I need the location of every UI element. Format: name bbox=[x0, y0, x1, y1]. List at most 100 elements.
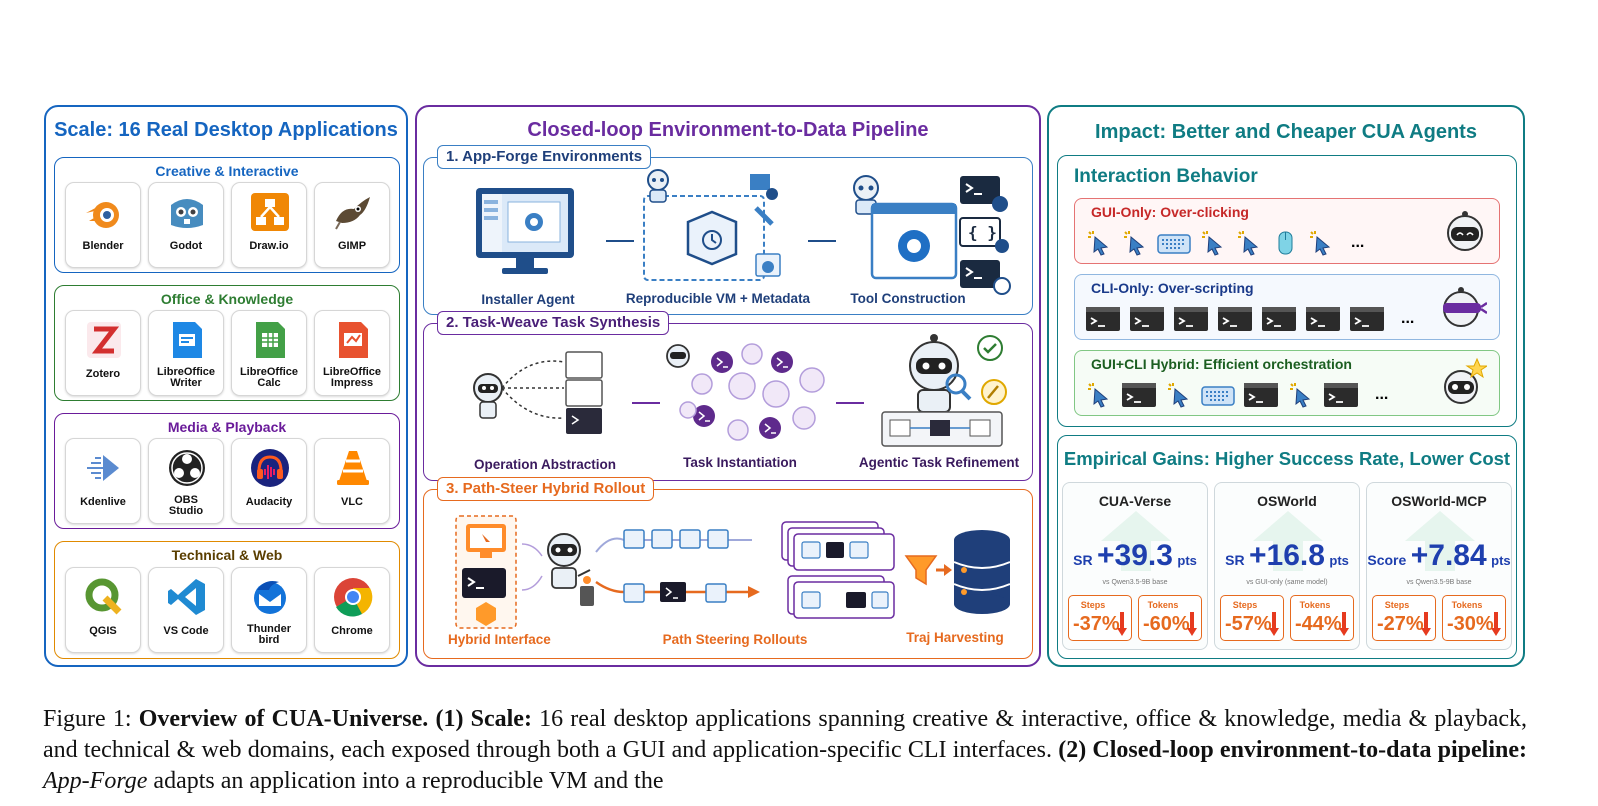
arrow-right-icon bbox=[606, 240, 634, 242]
obs-icon bbox=[169, 450, 205, 486]
drawio-icon bbox=[251, 193, 289, 231]
metric-value: +16.8 bbox=[1249, 539, 1325, 572]
gain-value: SR +16.8 pts bbox=[1215, 539, 1359, 573]
terminal-icon bbox=[1086, 307, 1120, 331]
figure-number: Figure 1: bbox=[43, 706, 139, 732]
arrow-right-icon bbox=[632, 402, 660, 404]
app-label: OBS Studio bbox=[168, 494, 204, 517]
cli-only-row: CLI-Only: Over-scripting ... bbox=[1074, 274, 1500, 340]
gui-only-row: GUI-Only: Over-clicking ... bbox=[1074, 198, 1500, 264]
keyboard-icon bbox=[1201, 386, 1235, 406]
app-tile-writer: LibreOffice Writer bbox=[148, 310, 224, 396]
steps-box: Steps-27% bbox=[1372, 595, 1436, 641]
terminal-icon bbox=[1130, 307, 1164, 331]
stage-2-title: 2. Task-Weave Task Synthesis bbox=[437, 311, 670, 335]
app-label: Zotero bbox=[85, 368, 121, 380]
cli-only-label: CLI-Only: Over-scripting bbox=[1091, 280, 1254, 296]
metric-unit: pts bbox=[1177, 553, 1197, 568]
app-tile-audacity: Audacity bbox=[231, 438, 307, 524]
hybrid-label: GUI+CLI Hybrid: Efficient orchestration bbox=[1091, 356, 1352, 372]
click-icon bbox=[1310, 231, 1331, 256]
gain-card-cua-verse: CUA-Verse SR +39.3 pts vs Qwen3.5-9B bas… bbox=[1062, 482, 1208, 650]
terminal-icon bbox=[1174, 307, 1208, 331]
agentic-refinement-caption: Agentic Task Refinement bbox=[858, 455, 1020, 470]
hybrid-actions-row: ... bbox=[1085, 381, 1388, 409]
stage-1-title: 1. App-Forge Environments bbox=[437, 145, 652, 169]
app-tile-qgis: QGIS bbox=[65, 567, 141, 653]
app-tile-chrome: Chrome bbox=[314, 567, 390, 653]
task-instantiation-cloud bbox=[666, 343, 825, 441]
gimp-icon bbox=[335, 197, 370, 230]
app-tile-vlc: VLC bbox=[314, 438, 390, 524]
kdenlive-icon bbox=[87, 455, 119, 481]
vscode-icon bbox=[168, 579, 205, 615]
installer-agent-monitor bbox=[476, 188, 574, 274]
click-icon bbox=[1088, 231, 1109, 256]
group-title: Office & Knowledge bbox=[160, 291, 294, 307]
baseline-note: vs GUI-only (same model) bbox=[1246, 579, 1328, 586]
pipeline-panel: Closed-loop Environment-to-Data Pipeline… bbox=[415, 105, 1041, 667]
gain-value: Score +7.84 pts bbox=[1367, 539, 1511, 573]
caption-italic-1: App-Forge bbox=[43, 768, 148, 794]
scale-panel: Scale: 16 Real Desktop Applications Crea… bbox=[44, 105, 408, 667]
stage-path-steer: Hybrid Interface Path Steering Rollouts … bbox=[423, 489, 1033, 659]
interaction-behavior-box: Interaction Behavior GUI-Only: Over-clic… bbox=[1057, 155, 1517, 427]
down-arrow-icon bbox=[1187, 612, 1197, 636]
app-label: Draw.io bbox=[249, 240, 289, 252]
app-tile-vscode: VS Code bbox=[148, 567, 224, 653]
vm-caption: Reproducible VM + Metadata bbox=[625, 291, 811, 306]
tokens-value: -60% bbox=[1143, 613, 1190, 635]
tokens-label: Tokens bbox=[1147, 600, 1179, 610]
app-label: Audacity bbox=[245, 496, 293, 508]
impact-panel: Impact: Better and Cheaper CUA Agents In… bbox=[1047, 105, 1525, 667]
star-robot-icon bbox=[1444, 357, 1487, 404]
app-tile-drawio: Draw.io bbox=[231, 182, 307, 268]
steps-box: Steps-57% bbox=[1220, 595, 1284, 641]
down-arrow-icon bbox=[1269, 612, 1279, 636]
steps-label: Steps bbox=[1384, 600, 1410, 610]
caption-bold-1: Overview of CUA-Universe. (1) Scale: bbox=[138, 706, 532, 732]
metric-label: SR bbox=[1073, 552, 1093, 568]
metric-label: SR bbox=[1225, 552, 1245, 568]
steps-label: Steps bbox=[1080, 600, 1106, 610]
benchmark-name: OSWorld-MCP bbox=[1391, 493, 1487, 509]
caption-text-1: 16 real desktop applications spanning cr… bbox=[43, 706, 1528, 763]
tool-construction-caption: Tool Construction bbox=[850, 291, 966, 306]
thunderbird-icon bbox=[254, 581, 286, 614]
baseline-note: vs Qwen3.5-9B base bbox=[1102, 579, 1168, 586]
terminal-icon bbox=[1350, 307, 1384, 331]
hybrid-interface-caption: Hybrid Interface bbox=[448, 632, 551, 647]
svg-text:{ }: { } bbox=[968, 223, 997, 242]
app-label: Blender bbox=[82, 240, 124, 252]
baseline-note: vs Qwen3.5-9B base bbox=[1406, 579, 1472, 586]
hybrid-row: GUI+CLI Hybrid: Efficient orchestration … bbox=[1074, 350, 1500, 416]
terminal-icon bbox=[1262, 307, 1296, 331]
app-tile-kdenlive: Kdenlive bbox=[65, 438, 141, 524]
traj-harvesting-caption: Traj Harvesting bbox=[906, 630, 1004, 645]
app-label: Thunder bird bbox=[247, 623, 291, 646]
group-creative: Creative & Interactive Blender Godot Dra… bbox=[54, 157, 400, 273]
libreoffice-writer-icon bbox=[173, 322, 202, 358]
arrow-right-icon bbox=[808, 240, 836, 242]
click-icon bbox=[1168, 383, 1189, 408]
operation-abstraction-icon bbox=[473, 351, 603, 434]
app-label: VLC bbox=[341, 496, 363, 508]
tokens-label: Tokens bbox=[1299, 600, 1331, 610]
task-instantiation-caption: Task Instantiation bbox=[683, 455, 797, 470]
ellipsis: ... bbox=[1375, 386, 1389, 403]
caption-text-3: adapts an application into a reproducibl… bbox=[147, 768, 664, 794]
up-arrow-icon bbox=[1253, 511, 1323, 571]
hybrid-interface-icon bbox=[455, 515, 517, 629]
stage-task-weave: Operation Abstraction Task Instantiation… bbox=[423, 323, 1033, 481]
godot-icon bbox=[171, 199, 203, 228]
mouse-icon bbox=[1278, 231, 1293, 255]
agentic-refinement-icon bbox=[881, 334, 1007, 447]
group-title: Media & Playback bbox=[167, 419, 287, 435]
app-tile-thunderbird: Thunder bird bbox=[231, 567, 307, 653]
group-title: Creative & Interactive bbox=[155, 163, 299, 179]
gui-actions-row: ... bbox=[1085, 229, 1364, 257]
steps-label: Steps bbox=[1232, 600, 1258, 610]
libreoffice-impress-icon bbox=[339, 322, 368, 358]
app-tile-calc: LibreOffice Calc bbox=[231, 310, 307, 396]
metric-value: +39.3 bbox=[1097, 539, 1173, 572]
